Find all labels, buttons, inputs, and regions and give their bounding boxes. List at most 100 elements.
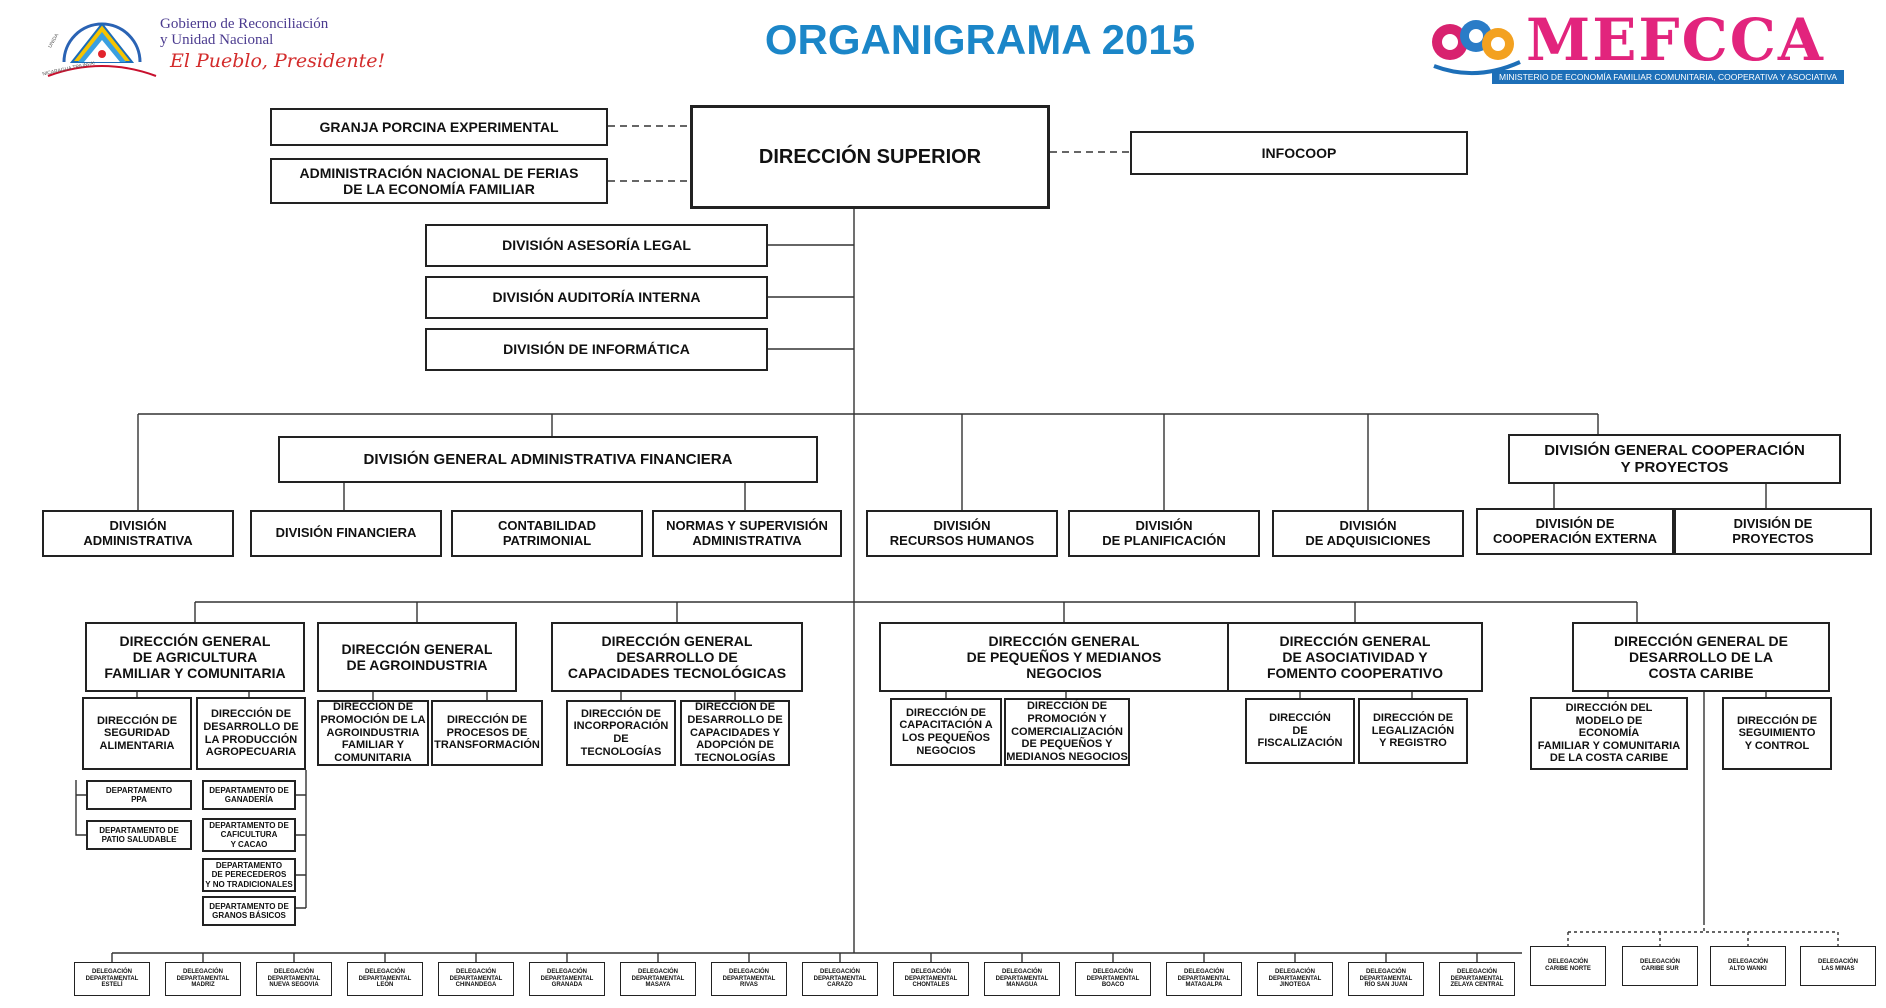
delegation-label: DELEGACIÓN DEPARTAMENTAL CHONTALES <box>904 969 958 989</box>
page-title: ORGANIGRAMA 2015 <box>764 16 1196 63</box>
dg-pequenos-medianos-negocios-box: DIRECCIÓN GENERAL DE PEQUEÑOS Y MEDIANOS… <box>879 622 1249 692</box>
delegation-box: DELEGACIÓN CARIBE SUR <box>1622 946 1698 986</box>
direccion-legalizacion-registro-box: DIRECCIÓN DE LEGALIZACIÓN Y REGISTRO <box>1358 698 1468 764</box>
division-planificacion-box: DIVISIÓN DE PLANIFICACIÓN <box>1068 510 1260 557</box>
delegation-box: DELEGACIÓN LAS MINAS <box>1800 946 1876 986</box>
infocoop-box: INFOCOOP <box>1130 131 1468 175</box>
departamento-ganaderia-box: DEPARTAMENTO DE GANADERÍA <box>202 780 296 810</box>
division-label: DIVISIÓN FINANCIERA <box>275 525 417 541</box>
direccion-procesos-transformacion-box: DIRECCIÓN DE PROCESOS DE TRANSFORMACIÓN <box>431 700 543 766</box>
delegation-box: DELEGACIÓN DEPARTAMENTAL MADRIZ <box>165 962 241 996</box>
delegation-label: DELEGACIÓN DEPARTAMENTAL ZELAYA CENTRAL <box>1450 969 1504 989</box>
direccion-superior-box: DIRECCIÓN SUPERIOR <box>690 105 1050 209</box>
granja-porcina-label: GRANJA PORCINA EXPERIMENTAL <box>319 118 559 135</box>
delegation-box: DELEGACIÓN DEPARTAMENTAL BOACO <box>1075 962 1151 996</box>
direccion-promocion-comercializacion-box: DIRECCIÓN DE PROMOCIÓN Y COMERCIALIZACIÓ… <box>1004 698 1130 766</box>
normas-supervision-box: NORMAS Y SUPERVISIÓN ADMINISTRATIVA <box>652 510 842 557</box>
gov-name: Gobierno de Reconciliación y Unidad Naci… <box>160 16 329 48</box>
delegation-box: DELEGACIÓN DEPARTAMENTAL ESTELÍ <box>74 962 150 996</box>
delegation-label: DELEGACIÓN DEPARTAMENTAL LEÓN <box>358 969 412 989</box>
delegation-box: DELEGACIÓN DEPARTAMENTAL CHONTALES <box>893 962 969 996</box>
division-recursos-humanos-box: DIVISIÓN RECURSOS HUMANOS <box>866 510 1058 557</box>
division-label: DIVISIÓN ADMINISTRATIVA <box>83 517 193 548</box>
delegation-label: DELEGACIÓN DEPARTAMENTAL RIVAS <box>722 969 776 989</box>
division-administrativa-box: DIVISIÓN ADMINISTRATIVA <box>42 510 234 557</box>
direction-label: DIRECCIÓN DE PROCESOS DE TRANSFORMACIÓN <box>434 714 540 752</box>
division-label: DIVISIÓN DE COOPERACIÓN EXTERNA <box>1493 515 1657 546</box>
delegation-box: DELEGACIÓN DEPARTAMENTAL MASAYA <box>620 962 696 996</box>
departamento-perecederos-box: DEPARTAMENTO DE PERECEDEROS Y NO TRADICI… <box>202 858 296 892</box>
mefcca-emblem-icon <box>1432 20 1521 76</box>
division-label: DIVISIÓN DE ADQUISICIONES <box>1305 517 1431 548</box>
direction-label: DIRECCIÓN DE SEGURIDAD ALIMENTARIA <box>96 714 178 752</box>
direction-label: DIRECCIÓN DE CAPACITACIÓN A LOS PEQUEÑOS… <box>899 706 993 757</box>
delegation-box: DELEGACIÓN DEPARTAMENTAL ZELAYA CENTRAL <box>1439 962 1515 996</box>
direction-label: DIRECCIÓN DE DESARROLLO DE CAPACIDADES Y… <box>687 701 783 764</box>
government-logo: UNIDA NICARAGUA TRIUNFA! Gobierno de Rec… <box>42 10 402 80</box>
nicaragua-emblem-icon <box>47 22 157 77</box>
division-label: DIVISIÓN DE PLANIFICACIÓN <box>1102 517 1226 548</box>
division-label: NORMAS Y SUPERVISIÓN ADMINISTRATIVA <box>666 517 828 548</box>
direccion-promocion-agroindustria-box: DIRECCIÓN DE PROMOCIÓN DE LA AGROINDUSTR… <box>317 700 429 766</box>
delegation-box: DELEGACIÓN DEPARTAMENTAL JINOTEGA <box>1257 962 1333 996</box>
gov-slogan: El Pueblo, Presidente! <box>170 50 386 72</box>
departamento-granos-basicos-box: DEPARTAMENTO DE GRANOS BÁSICOS <box>202 896 296 926</box>
division-cooperacion-externa-box: DIVISIÓN DE COOPERACIÓN EXTERNA <box>1476 508 1674 555</box>
direccion-seguridad-alimentaria-box: DIRECCIÓN DE SEGURIDAD ALIMENTARIA <box>82 697 192 770</box>
delegation-label: DELEGACIÓN CARIBE SUR <box>1639 959 1680 972</box>
delegation-box: DELEGACIÓN DEPARTAMENTAL CARAZO <box>802 962 878 996</box>
division-label: DIVISIÓN DE PROYECTOS <box>1732 515 1814 546</box>
dg-costa-caribe-box: DIRECCIÓN GENERAL DE DESARROLLO DE LA CO… <box>1572 622 1830 692</box>
delegation-box: DELEGACIÓN DEPARTAMENTAL MANAGUA <box>984 962 1060 996</box>
direction-label: DIRECCIÓN DEL MODELO DE ECONOMÍA FAMILIA… <box>1537 701 1681 765</box>
division-label: DIVISIÓN GENERAL COOPERACIÓN Y PROYECTOS <box>1544 441 1805 476</box>
delegation-box: DELEGACIÓN DEPARTAMENTAL NUEVA SEGOVIA <box>256 962 332 996</box>
general-direction-label: DIRECCIÓN GENERAL DE DESARROLLO DE LA CO… <box>1614 632 1788 682</box>
department-label: DEPARTAMENTO DE PERECEDEROS Y NO TRADICI… <box>205 861 293 889</box>
delegation-label: DELEGACIÓN DEPARTAMENTAL CHINANDEGA <box>449 969 503 989</box>
department-label: DEPARTAMENTO DE GANADERÍA <box>209 785 289 804</box>
delegation-label: DELEGACIÓN DEPARTAMENTAL MADRIZ <box>176 969 230 989</box>
granja-porcina-box: GRANJA PORCINA EXPERIMENTAL <box>270 108 608 146</box>
department-label: DEPARTAMENTO DE GRANOS BÁSICOS <box>209 901 289 920</box>
division-asesoria-legal-box: DIVISIÓN ASESORÍA LEGAL <box>425 224 768 267</box>
delegation-label: DELEGACIÓN DEPARTAMENTAL BOACO <box>1086 969 1140 989</box>
division-adquisiciones-box: DIVISIÓN DE ADQUISICIONES <box>1272 510 1464 557</box>
staff-label: DIVISIÓN ASESORÍA LEGAL <box>502 237 691 254</box>
departamento-ppa-box: DEPARTAMENTO PPA <box>86 780 192 810</box>
division-informatica-box: DIVISIÓN DE INFORMÁTICA <box>425 328 768 371</box>
direction-label: DIRECCIÓN DE PROMOCIÓN Y COMERCIALIZACIÓ… <box>1006 700 1128 763</box>
dg-asociatividad-box: DIRECCIÓN GENERAL DE ASOCIATIVIDAD Y FOM… <box>1227 622 1483 692</box>
department-label: DEPARTAMENTO PPA <box>105 785 173 804</box>
delegation-label: DELEGACIÓN DEPARTAMENTAL JINOTEGA <box>1268 969 1322 989</box>
delegation-box: DELEGACIÓN DEPARTAMENTAL GRANADA <box>529 962 605 996</box>
staff-label: DIVISIÓN DE INFORMÁTICA <box>503 341 690 358</box>
direccion-incorporacion-tecnologias-box: DIRECCIÓN DE INCORPORACIÓN DE TECNOLOGÍA… <box>566 700 676 766</box>
division-general-admin-financiera-box: DIVISIÓN GENERAL ADMINISTRATIVA FINANCIE… <box>278 436 818 483</box>
direction-label: DIRECCIÓN DE SEGUIMIENTO Y CONTROL <box>1736 714 1818 752</box>
department-label: DEPARTAMENTO DE CAFICULTURA Y CACAO <box>209 821 289 849</box>
delegation-label: DELEGACIÓN DEPARTAMENTAL GRANADA <box>540 969 594 989</box>
delegation-box: DELEGACIÓN DEPARTAMENTAL RÍO SAN JUAN <box>1348 962 1424 996</box>
departamento-patio-saludable-box: DEPARTAMENTO DE PATIO SALUDABLE <box>86 820 192 850</box>
dg-capacidades-tecnologicas-box: DIRECCIÓN GENERAL DESARROLLO DE CAPACIDA… <box>551 622 803 692</box>
brand-subtitle: MINISTERIO DE ECONOMÍA FAMILIAR COMUNITA… <box>1492 70 1844 84</box>
delegation-label: DELEGACIÓN DEPARTAMENTAL MANAGUA <box>995 969 1049 989</box>
direccion-seguimiento-control-box: DIRECCIÓN DE SEGUIMIENTO Y CONTROL <box>1722 697 1832 770</box>
division-label: DIVISIÓN RECURSOS HUMANOS <box>889 517 1035 548</box>
division-label: DIVISIÓN GENERAL ADMINISTRATIVA FINANCIE… <box>363 450 733 468</box>
staff-label: DIVISIÓN AUDITORÍA INTERNA <box>492 289 701 306</box>
ferias-label: ADMINISTRACIÓN NACIONAL DE FERIAS DE LA … <box>299 164 579 197</box>
delegation-label: DELEGACIÓN DEPARTAMENTAL ESTELÍ <box>85 969 139 989</box>
general-direction-label: DIRECCIÓN GENERAL DESARROLLO DE CAPACIDA… <box>567 632 787 682</box>
department-label: DEPARTAMENTO DE PATIO SALUDABLE <box>99 825 179 844</box>
division-proyectos-box: DIVISIÓN DE PROYECTOS <box>1674 508 1872 555</box>
ferias-box: ADMINISTRACIÓN NACIONAL DE FERIAS DE LA … <box>270 158 608 204</box>
general-direction-label: DIRECCIÓN GENERAL DE PEQUEÑOS Y MEDIANOS… <box>966 632 1162 682</box>
delegation-box: DELEGACIÓN CARIBE NORTE <box>1530 946 1606 986</box>
delegation-label: DELEGACIÓN DEPARTAMENTAL RÍO SAN JUAN <box>1359 969 1413 989</box>
contabilidad-patrimonial-box: CONTABILIDAD PATRIMONIAL <box>451 510 643 557</box>
delegation-label: DELEGACIÓN LAS MINAS <box>1817 959 1858 972</box>
delegation-label: DELEGACIÓN DEPARTAMENTAL CARAZO <box>813 969 867 989</box>
